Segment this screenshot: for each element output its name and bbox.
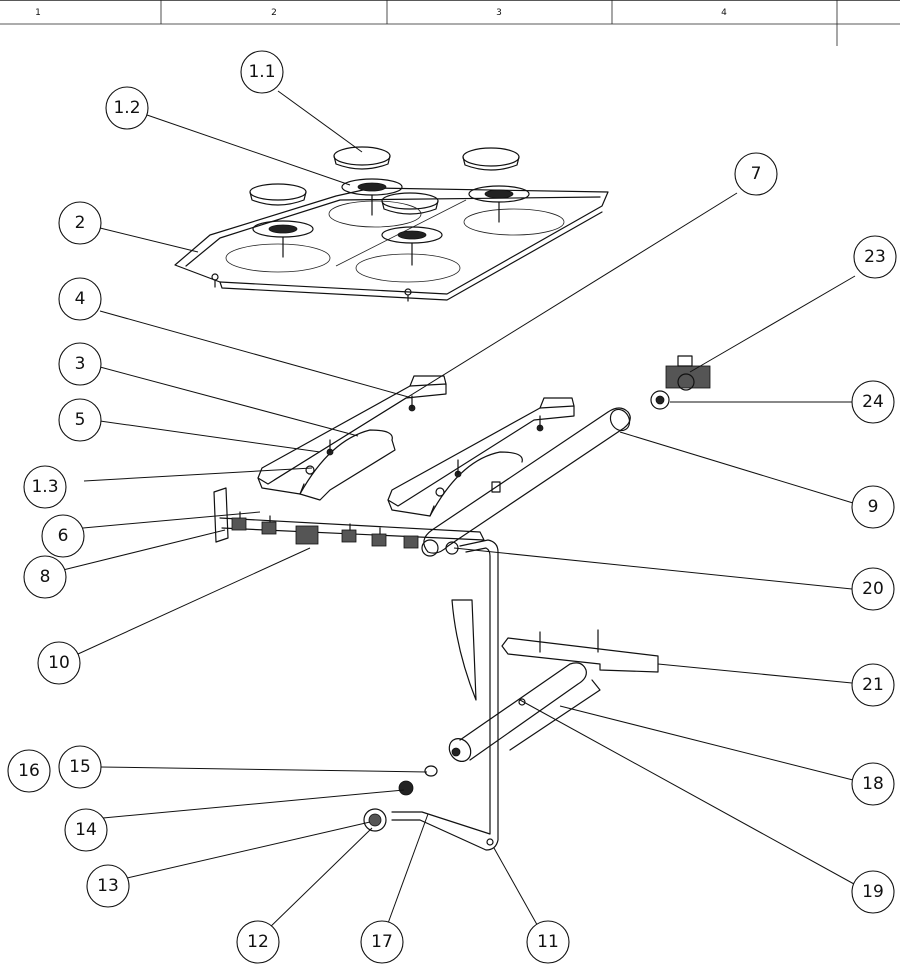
- balloon-2: 2: [75, 213, 86, 233]
- zone-label-1: 1: [35, 8, 41, 18]
- burner-heads: [252, 178, 530, 266]
- balloon-5: 5: [75, 410, 86, 430]
- zone-label-4: 4: [721, 8, 727, 18]
- balloon-7: 7: [751, 164, 762, 184]
- balloon-23: 23: [864, 247, 886, 267]
- oven-burner: [448, 599, 659, 762]
- leader-lines: [62, 90, 856, 933]
- balloons: 1.1 1.2 2 7 23 4 3 24 5 1.3 9 6 8 20 10 …: [7, 50, 897, 964]
- balloon-14: 14: [75, 820, 97, 840]
- balloon-6: 6: [58, 526, 69, 546]
- balloon-10: 10: [48, 653, 70, 673]
- balloon-1-3: 1.3: [31, 477, 58, 497]
- valve-rail: [213, 487, 485, 557]
- balloon-1-1: 1.1: [248, 62, 275, 82]
- zone-label-3: 3: [496, 8, 502, 18]
- gas-manifold-pipe: [423, 407, 631, 554]
- hob-plate: [174, 187, 609, 302]
- burner-brackets: [257, 375, 575, 517]
- balloon-3: 3: [75, 354, 86, 374]
- inlet-fittings: [363, 355, 711, 832]
- zone-label-2: 2: [271, 8, 277, 18]
- burner-caps: [249, 146, 520, 215]
- balloon-1-2: 1.2: [113, 98, 140, 118]
- balloon-8: 8: [40, 567, 51, 587]
- balloon-11: 11: [537, 932, 559, 952]
- balloon-13: 13: [97, 876, 119, 896]
- balloon-18: 18: [862, 774, 884, 794]
- balloon-4: 4: [75, 289, 86, 309]
- balloon-15: 15: [69, 757, 91, 777]
- balloon-21: 21: [862, 675, 884, 695]
- balloon-9: 9: [868, 497, 879, 517]
- zone-strip: 1 2 3 4: [0, 0, 900, 46]
- balloon-24: 24: [862, 392, 884, 412]
- oven-gas-pipe: [391, 539, 499, 851]
- balloon-20: 20: [862, 579, 884, 599]
- balloon-17: 17: [371, 932, 393, 952]
- balloon-19: 19: [862, 882, 884, 902]
- balloon-12: 12: [247, 932, 269, 952]
- balloon-16: 16: [18, 761, 40, 781]
